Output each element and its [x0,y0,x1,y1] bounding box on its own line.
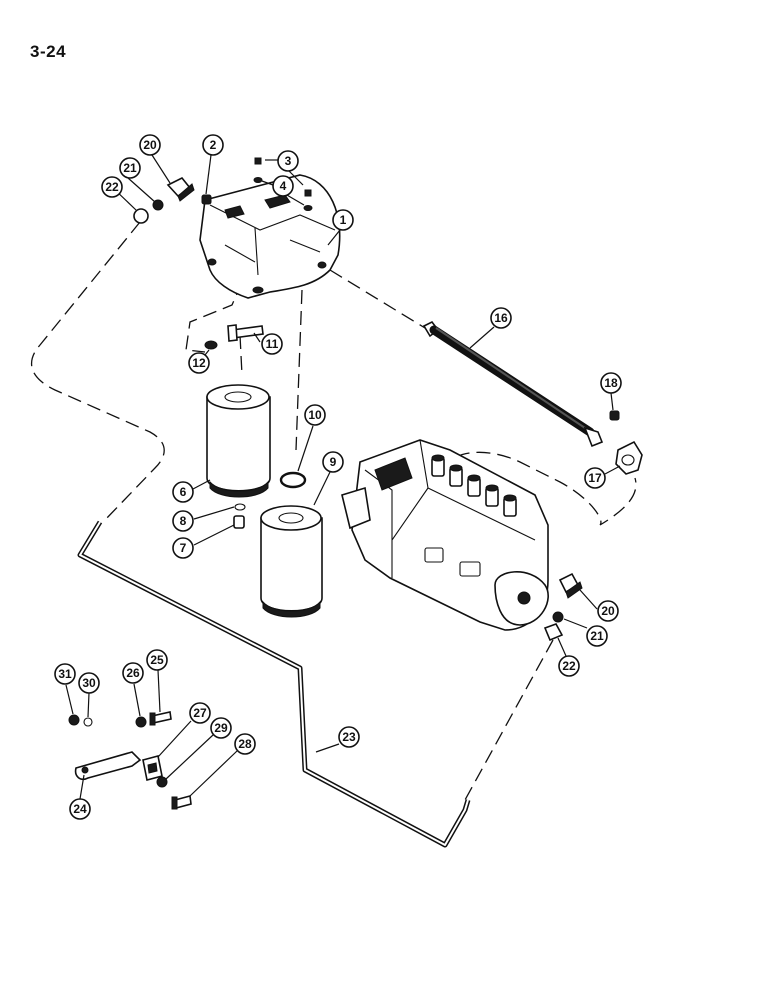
svg-text:9: 9 [330,455,337,469]
callout-21-top: 21 [119,157,141,179]
screws-3 [254,157,312,197]
leader-lines [65,154,621,800]
svg-text:4: 4 [280,179,287,193]
svg-text:29: 29 [214,721,228,735]
callout-26: 26 [122,662,144,684]
dashed-line-filter-head-to-12 [185,281,243,353]
dashed-line-22-to-23-lower [464,639,554,801]
callout-30: 30 [78,672,100,694]
callout-17: 17 [584,467,606,489]
fitting-22-pump [543,623,564,642]
bolt-25 [149,711,172,726]
clamp-bracket-24 [74,751,142,781]
svg-text:28: 28 [238,737,252,751]
callout-9: 9 [322,451,344,473]
banjo-fitting-17 [615,440,643,475]
callout-21-pump: 21 [586,625,608,647]
plug-18 [609,410,620,421]
elbow-fitting-20-pump [558,572,583,599]
svg-text:6: 6 [180,485,187,499]
svg-text:25: 25 [150,653,164,667]
callout-20-top: 20 [139,134,161,156]
svg-text:21: 21 [123,161,137,175]
clamp-27 [142,755,163,781]
svg-text:23: 23 [342,730,356,744]
nut-31 [68,714,80,726]
svg-text:11: 11 [266,337,279,351]
svg-text:20: 20 [143,138,157,152]
callout-1: 1 [332,209,354,231]
dashed-line-11-to-filter [239,334,243,376]
callout-10: 10 [304,404,326,426]
svg-text:10: 10 [308,408,322,422]
svg-text:22: 22 [562,659,576,673]
dashed-line-head-to-16 [329,269,426,329]
washer-12 [204,340,218,350]
drain-plug-7 [233,515,245,529]
callout-8: 8 [172,510,194,532]
callout-20-pump: 20 [597,600,619,622]
dashed-line-head-to-10 [295,289,303,451]
svg-text:2: 2 [210,138,217,152]
callout-27: 27 [189,702,211,724]
svg-text:27: 27 [193,706,207,720]
svg-text:30: 30 [82,676,96,690]
callout-22-top: 22 [101,176,123,198]
svg-text:3: 3 [285,154,292,168]
callout-2: 2 [202,134,224,156]
callout-24: 24 [69,798,91,820]
filter-element-9 [260,505,323,618]
callout-11: 11 [261,333,283,355]
fitting-22-top [133,208,149,224]
page-number: 3-24 [30,42,67,61]
svg-text:12: 12 [192,356,206,370]
callout-28: 28 [234,733,256,755]
seal-8 [234,503,246,511]
callout-31: 31 [54,663,76,685]
callout-23: 23 [338,726,360,748]
callout-18: 18 [600,372,622,394]
callout-3: 3 [277,150,299,172]
fuel-hose-16 [422,320,604,448]
callout-6: 6 [172,481,194,503]
callout-22-pump: 22 [558,655,580,677]
svg-text:7: 7 [180,541,187,555]
nut-21-top [152,199,164,211]
svg-text:18: 18 [604,376,618,390]
o-ring-10 [279,471,307,489]
callout-29: 29 [210,717,232,739]
svg-text:16: 16 [494,311,508,325]
svg-text:21: 21 [590,629,604,643]
filter-head [199,174,341,299]
svg-text:17: 17 [588,471,602,485]
svg-text:31: 31 [58,667,72,681]
svg-text:24: 24 [73,802,87,816]
delivery-valves [431,454,517,517]
filter-element-6 [206,384,271,498]
nut-21-pump [552,611,564,623]
washer-30 [83,717,93,727]
svg-text:8: 8 [180,514,187,528]
callout-16: 16 [490,307,512,329]
callout-12: 12 [188,352,210,374]
nut-29 [156,776,168,788]
svg-text:1: 1 [340,213,347,227]
screw-28 [171,794,192,810]
nut-26 [135,716,147,728]
elbow-fitting-top [166,176,195,202]
washers-4 [253,177,313,211]
callout-7: 7 [172,537,194,559]
svg-text:22: 22 [105,180,119,194]
injection-pump [341,439,549,631]
svg-text:26: 26 [126,666,140,680]
callout-25: 25 [146,649,168,671]
svg-text:20: 20 [601,604,615,618]
callout-4: 4 [272,175,294,197]
dashed-line-22-to-23 [31,221,165,521]
plug-2 [201,194,212,205]
